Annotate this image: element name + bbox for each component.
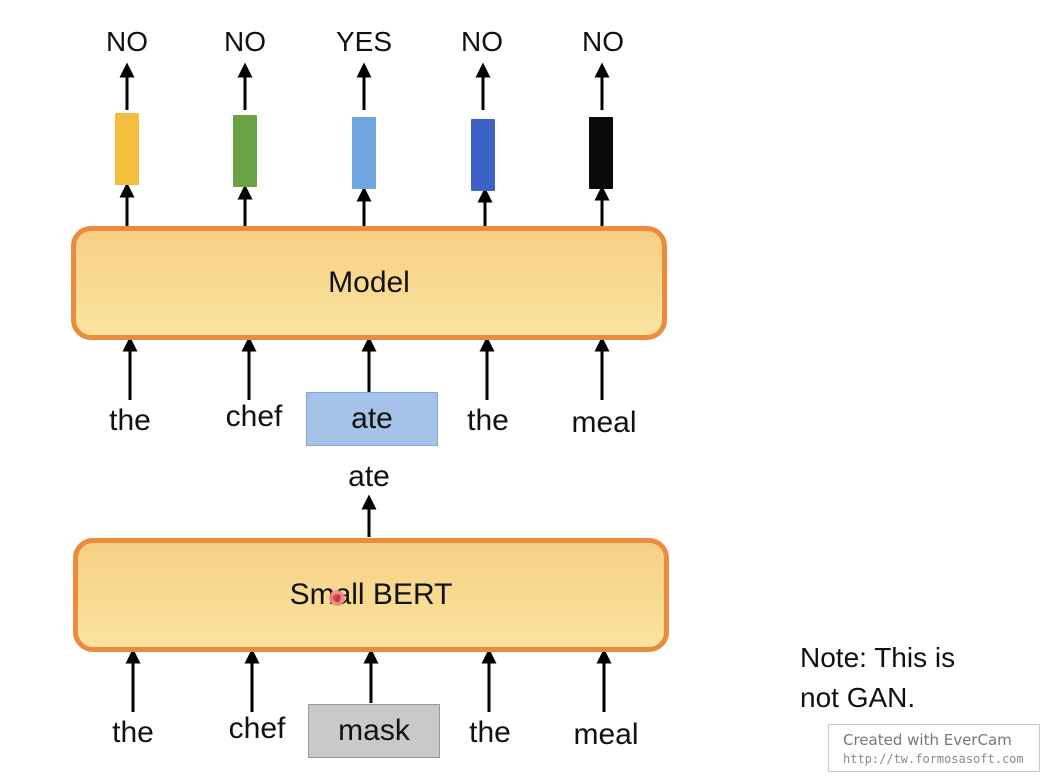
evercam-watermark: Created with EverCam http://tw.formosaso…	[828, 724, 1040, 772]
output-vector-3	[352, 117, 376, 189]
replaced-token-box: ate	[306, 392, 438, 446]
note-line-2: not GAN.	[800, 682, 916, 713]
model-box: Model	[71, 226, 667, 340]
bert-input-the-1: the	[112, 716, 154, 749]
output-vector-4	[471, 119, 495, 191]
output-label-5: NO	[582, 26, 624, 57]
small-bert-box: Small BERT	[73, 538, 669, 652]
output-label-1: NO	[106, 26, 148, 57]
cursor-pointer-icon	[329, 590, 345, 606]
model-label: Model	[328, 266, 410, 299]
output-label-2: NO	[224, 26, 266, 57]
bert-input-mask: mask	[338, 714, 410, 747]
model-input-the-2: the	[467, 404, 509, 437]
mask-token-box: mask	[308, 704, 440, 758]
bert-input-chef: chef	[228, 712, 286, 745]
watermark-line-1: Created with EverCam	[843, 731, 1012, 749]
output-vector-1	[115, 113, 139, 185]
output-label-4: NO	[461, 26, 503, 57]
bert-input-the-2: the	[469, 716, 511, 749]
output-vector-2	[233, 115, 257, 187]
model-input-the-1: the	[109, 404, 151, 437]
note-text: Note: This is not GAN.	[800, 638, 955, 718]
generated-word: ate	[348, 460, 390, 493]
bert-input-meal: meal	[573, 718, 639, 751]
output-label-3: YES	[335, 26, 393, 57]
watermark-line-2: http://tw.formosasoft.com	[843, 752, 1024, 766]
model-input-meal: meal	[571, 406, 637, 439]
model-input-ate: ate	[351, 402, 393, 435]
small-bert-label: Small BERT	[289, 578, 453, 611]
output-vector-5	[589, 117, 613, 189]
note-line-1: Note: This is	[800, 642, 956, 673]
model-input-chef: chef	[225, 400, 283, 433]
